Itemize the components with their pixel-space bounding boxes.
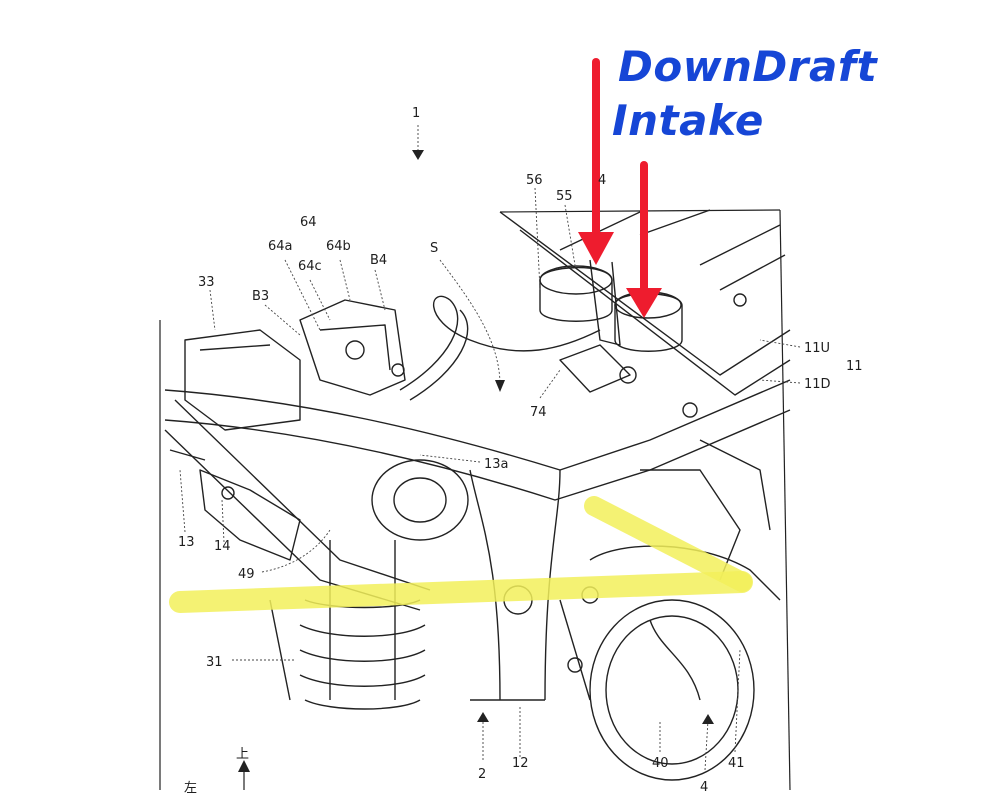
left-intake-arrowhead (578, 232, 614, 265)
label-B3: B3 (252, 289, 269, 304)
title-downdraft: DownDraft (618, 42, 878, 91)
label-1: 1 (412, 106, 420, 121)
label-64a: 64a (268, 239, 293, 254)
label-11D: 11D (804, 377, 831, 392)
horizontal-highlight (169, 571, 753, 613)
pointer-arrows (238, 150, 714, 772)
title-intake: Intake (612, 96, 764, 145)
label-64b: 64b (326, 239, 351, 254)
label-74: 74 (530, 405, 547, 420)
right-intake-arrowhead (626, 288, 662, 318)
label-B4: B4 (370, 253, 387, 268)
diagonal-highlight (584, 496, 752, 592)
label-55: 55 (556, 189, 573, 204)
label-64c: 64c (298, 259, 322, 274)
label-41: 41 (728, 756, 745, 771)
reference-labels: 1 56 55 4 64 64a 64b 64c B4 S 33 B3 11U … (178, 106, 863, 794)
label-2: 2 (478, 767, 486, 782)
label-4-bottom: 4 (700, 780, 708, 794)
label-64: 64 (300, 215, 317, 230)
label-11U: 11U (804, 341, 830, 356)
label-13: 13 (178, 535, 195, 550)
label-13a: 13a (484, 457, 509, 472)
label-S: S (430, 241, 438, 256)
yellow-highlights (169, 496, 753, 613)
label-11: 11 (846, 359, 863, 374)
label-up: 上 (236, 747, 249, 762)
label-31: 31 (206, 655, 223, 670)
label-left: 左 (184, 781, 197, 794)
leader-lines (179, 125, 801, 771)
label-4-top: 4 (598, 173, 606, 188)
red-intake-arrows (592, 58, 648, 304)
label-40: 40 (652, 756, 669, 771)
label-56: 56 (526, 173, 543, 188)
frame-linework (164, 209, 791, 781)
label-33: 33 (198, 275, 215, 290)
label-14: 14 (214, 539, 231, 554)
label-12: 12 (512, 756, 529, 771)
label-49: 49 (238, 567, 255, 582)
